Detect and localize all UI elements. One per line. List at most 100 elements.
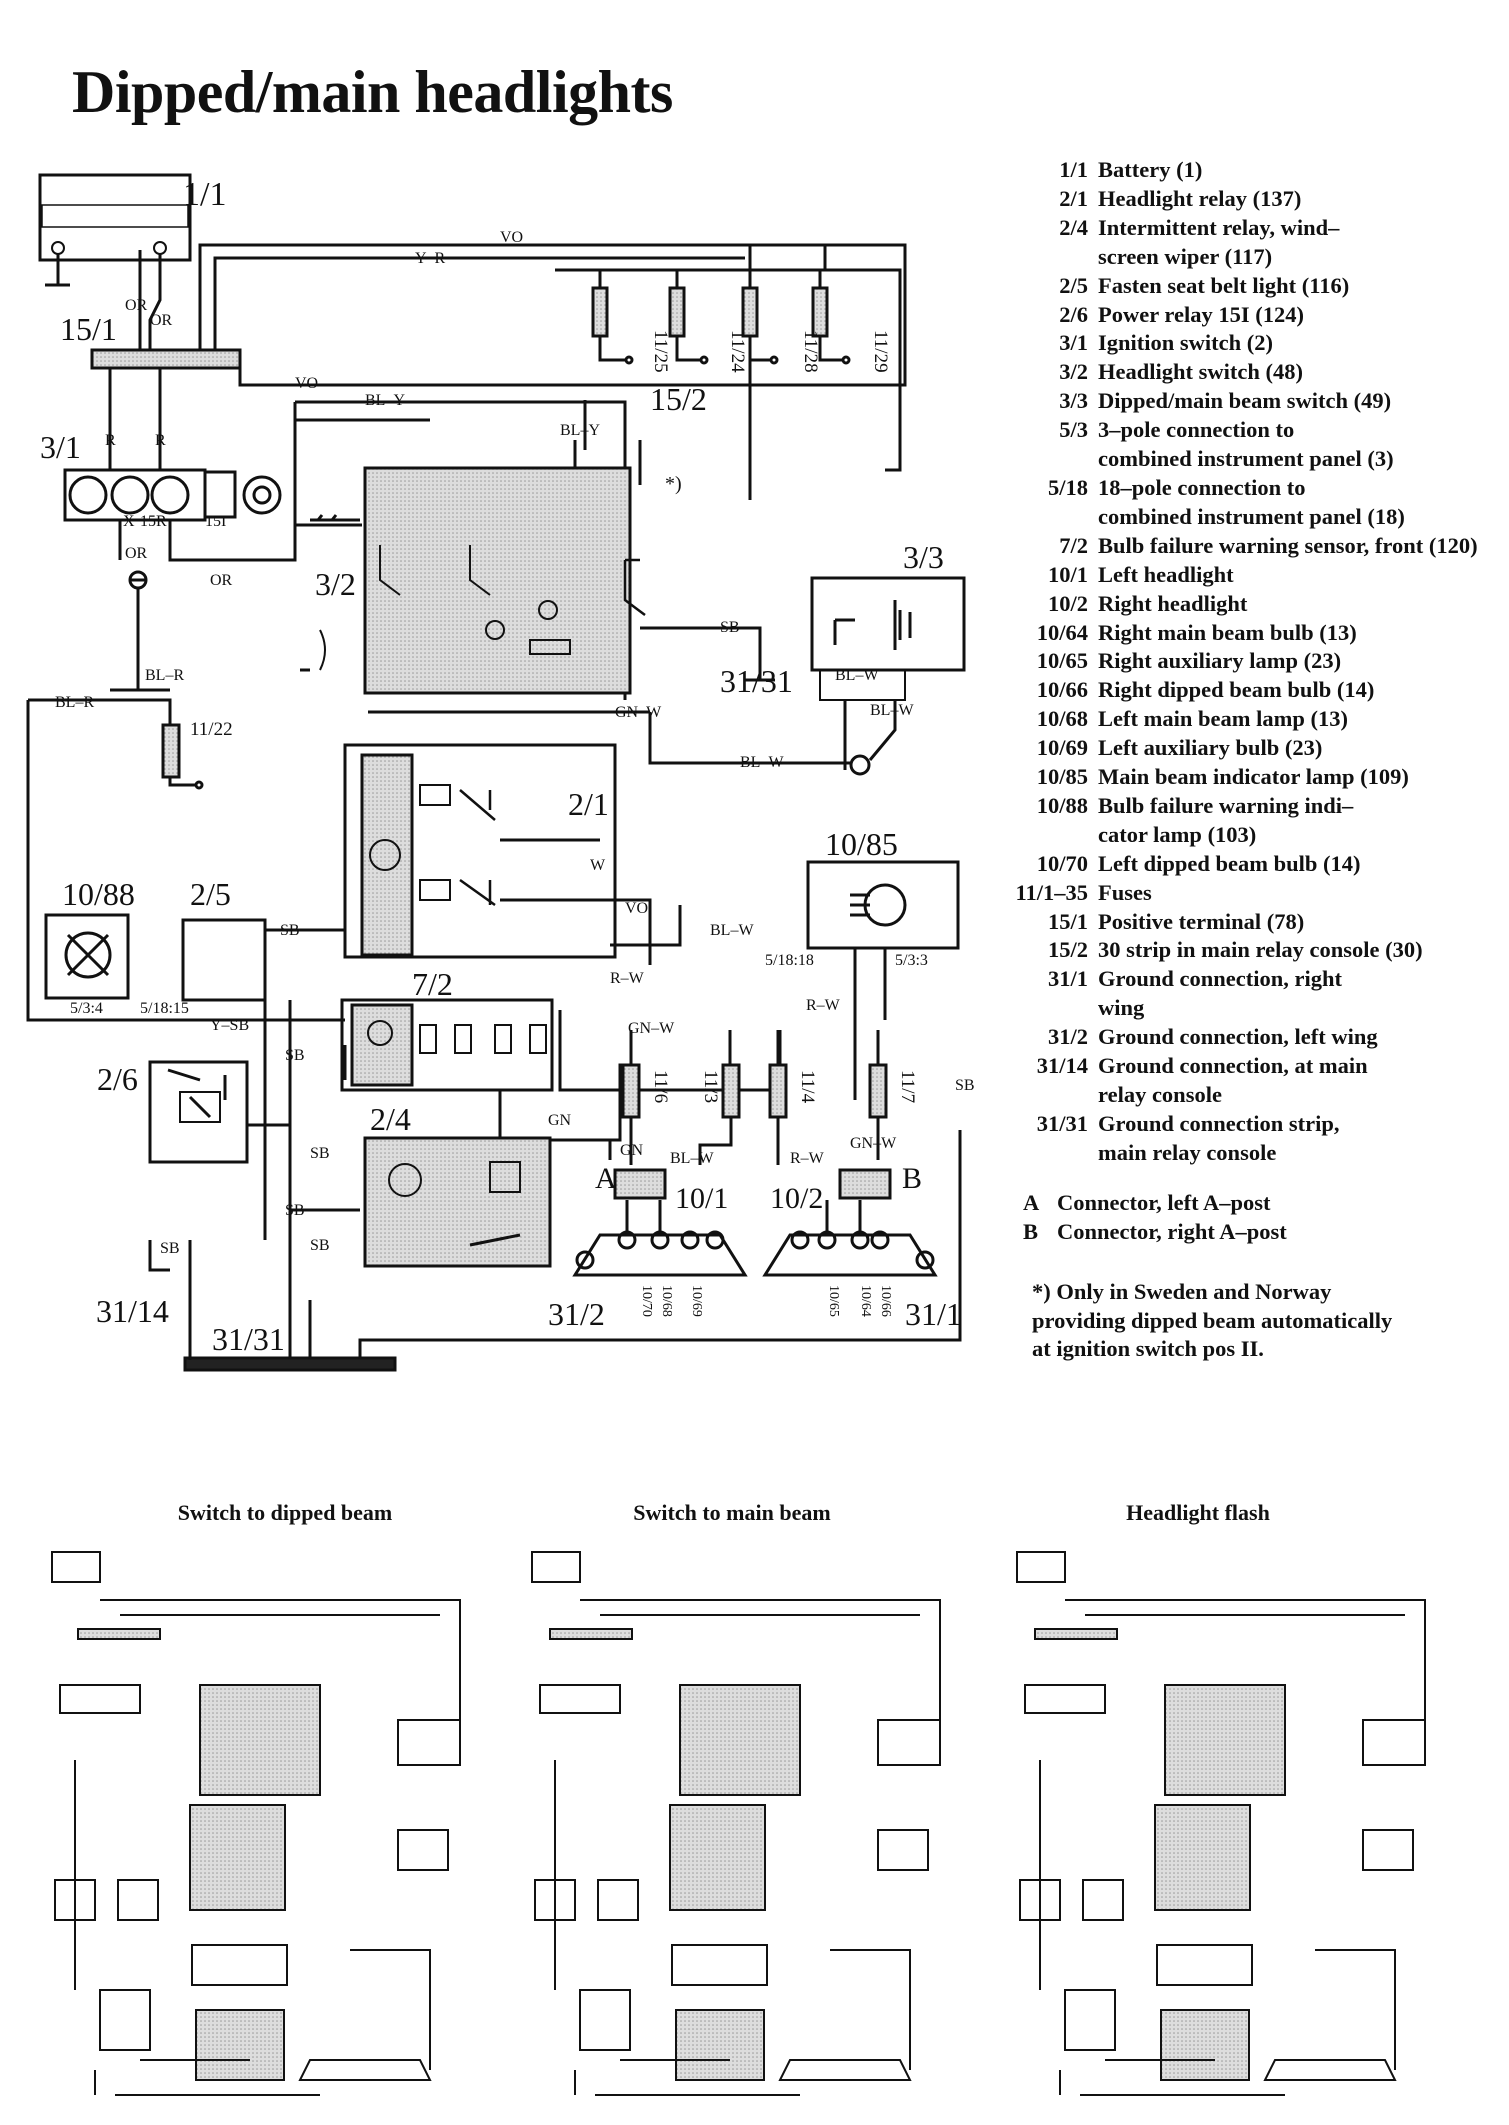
wire-rw-3: R–W [790,1150,825,1167]
label-ignition-switch: 3/1 [40,429,81,465]
legend-description: Intermittent relay, wind– [1098,214,1340,240]
wire-gnw-1: GN–W [615,704,662,721]
bulb-10-69: 10/69 [689,1285,704,1317]
legend-code [1000,243,1098,272]
label-right-headlight: 10/2 [770,1182,823,1215]
legend-description: Fasten seat belt light (116) [1098,272,1350,298]
legend-row: main relay console [1000,1139,1478,1168]
legend-description: Fuses [1098,879,1152,905]
label-headlight-switch: 3/2 [315,566,356,602]
label-seatbelt: 2/5 [190,876,231,912]
label-ground-31-14: 31/14 [96,1293,169,1329]
footnote-line: providing dipped beam automatically [1032,1307,1393,1333]
wire-sb-1: SB [720,619,740,636]
term-x: X [123,513,135,530]
connector-key: B [1023,1219,1039,1244]
legend-code: 2/6 [1059,301,1088,327]
legend-code: 10/66 [1036,677,1088,703]
mini-diagram-main [531,1551,941,2096]
conn-5-18-18: 5/18:18 [765,952,814,969]
positive-terminal [90,348,242,370]
legend-description: Left dipped beam bulb (14) [1098,850,1361,876]
label-headlight-relay: 2/1 [568,786,609,822]
power-relay-box [148,1060,249,1164]
caption-main: Switch to main beam [633,1500,831,1525]
legend-code: 10/88 [1036,792,1088,818]
legend-description: Ground connection strip, [1098,1110,1340,1136]
legend-code: 10/69 [1036,735,1088,761]
legend-description: screen wiper (117) [1098,243,1273,269]
label-fuse-11-25: 11/25 [650,330,671,373]
legend-description: Battery (1) [1098,157,1203,182]
legend-code [1000,503,1098,532]
label-ground-31-1: 31/1 [905,1296,962,1332]
label-fuse-11-6: 11/6 [650,1070,671,1103]
label-fuse-11-3: 11/3 [700,1070,721,1103]
label-left-headlight: 10/1 [675,1182,728,1215]
wire-sb-4: SB [310,1145,330,1162]
wire-blw-5: BL–W [670,1150,714,1167]
right-headlight-shape [762,1233,938,1277]
page-title: Dipped/main headlights [72,59,673,125]
fuse-group-bottom [621,1030,888,1165]
legend-code: 2/1 [1059,185,1088,211]
battery-ground [45,254,70,287]
legend-code [1000,1081,1098,1110]
legend-description: Bulb failure warning indi– [1098,792,1354,818]
wire-vo-2: VO [625,900,648,917]
wire-w: W [590,857,606,874]
left-headlight-shape [572,1233,748,1277]
connector-row: B Connector, right A–post [1023,1217,1287,1246]
legend-code: 10/85 [1036,764,1088,790]
wire-sb-2: SB [280,922,300,939]
caption-dipped: Switch to dipped beam [177,1500,393,1525]
wire-gn-2: GN [620,1142,644,1159]
diagram-labels: 1/1 15/1 3/1 3/2 15/2 3/3 2/1 10/85 10/8… [40,176,975,1357]
ground-31-31-upper [640,626,775,682]
legend-code: 7/2 [1059,532,1088,558]
conn-5-3-4: 5/3:4 [70,1000,103,1017]
bulb-10-70: 10/70 [639,1285,654,1317]
legend-code: 2/5 [1059,272,1088,298]
legend-description: Left main beam lamp (13) [1098,706,1348,732]
legend-description: Right dipped beam bulb (14) [1098,677,1375,703]
legend-code: 10/64 [1036,619,1088,645]
connector-key: A [1023,1190,1040,1215]
legend-description: combined instrument panel (3) [1098,446,1394,472]
mini-diagram-flash [1016,1551,1426,2096]
label-ground-31-31-upper: 31/31 [720,663,793,699]
legend-row: wing [1000,994,1478,1023]
legend-description: 18–pole connection to [1098,474,1306,500]
legend-row: combined instrument panel (3) [1000,445,1478,474]
legend-description: Power relay 15I (124) [1098,301,1304,327]
label-strip-30: 15/2 [650,381,707,417]
bulb-10-65: 10/65 [826,1285,841,1317]
legend-code: 15/1 [1047,908,1088,934]
legend-code: 3/2 [1059,359,1088,385]
main-schematic [26,173,966,1372]
legend-description: Headlight switch (48) [1098,359,1303,385]
legend-row: 2/6 Power relay 15I (124) [1000,301,1478,330]
legend-description: Right main beam bulb (13) [1098,619,1357,645]
legend-description: combined instrument panel (18) [1098,503,1405,529]
wire-r-1: R [105,432,116,449]
indicator-lamp-box [806,860,960,950]
connector-description: Connector, right A–post [1057,1219,1287,1244]
legend-code: 31/14 [1036,1053,1088,1079]
seatbelt-box [181,918,267,1002]
headlight-relay-box [343,743,617,959]
legend-code [1000,445,1098,474]
legend-description: 30 strip in main relay console (30) [1098,937,1423,963]
wire-ysb: Y–SB [210,1017,249,1034]
legend-row: 10/64 Right main beam bulb (13) [1000,619,1478,648]
conn-5-18-15: 5/18:15 [140,1000,189,1017]
battery-box [38,173,192,262]
legend-code: 10/65 [1036,648,1088,674]
label-fuse-11-24: 11/24 [727,330,748,373]
